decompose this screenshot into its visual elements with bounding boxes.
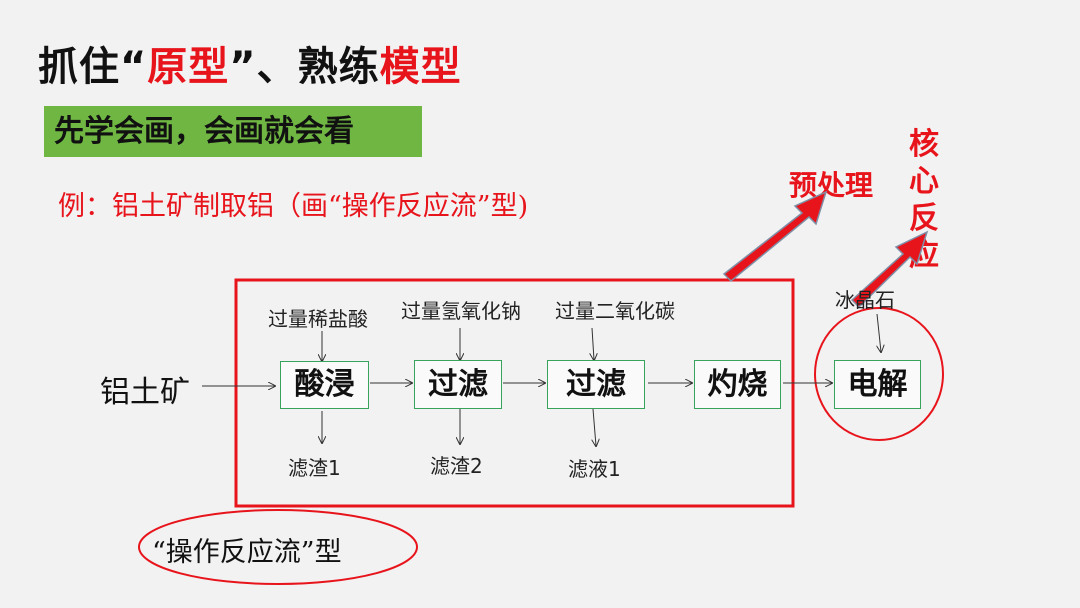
output-residue-2: 滤渣2 — [430, 454, 483, 478]
arrow-reagent4 — [877, 313, 881, 352]
flow-type-ellipse — [138, 509, 418, 585]
reagent-naoh: 过量氢氧化钠 — [401, 299, 521, 323]
flow-type-label: “操作反应流”型 — [152, 537, 342, 568]
step-calcine: 灼烧 — [694, 360, 781, 409]
example-text: 例：铝土矿制取铝（画“操作反应流”型) — [58, 191, 529, 222]
pretreatment-label: 预处理 — [789, 169, 874, 202]
core-reaction-arrow — [850, 230, 929, 309]
output-residue-1: 滤渣1 — [288, 456, 341, 480]
step-filter-2: 过滤 — [547, 360, 645, 409]
pretreatment-frame — [234, 278, 795, 508]
title-highlight-model: 模型 — [379, 44, 462, 90]
arrow-output3 — [593, 408, 596, 446]
core-reaction-ellipse — [814, 307, 944, 441]
step-acid-leach: 酸浸 — [280, 361, 369, 409]
raw-material-label: 铝土矿 — [100, 375, 190, 410]
step-electrolysis: 电解 — [834, 360, 921, 409]
pretreatment-arrow — [722, 190, 828, 283]
step-filter-1: 过滤 — [414, 360, 502, 409]
output-filtrate-1: 滤液1 — [568, 457, 621, 481]
arrow-reagent3 — [592, 327, 594, 360]
reagent-cryolite: 冰晶石 — [835, 288, 895, 312]
reagent-co2: 过量二氧化碳 — [555, 299, 675, 323]
page-title: 抓住“原型”、熟练模型 — [38, 44, 462, 90]
subtitle-banner: 先学会画，会画就会看 — [44, 106, 422, 157]
reagent-dilute-hcl: 过量稀盐酸 — [268, 307, 368, 331]
title-highlight-prototype: 原型 — [147, 44, 230, 90]
